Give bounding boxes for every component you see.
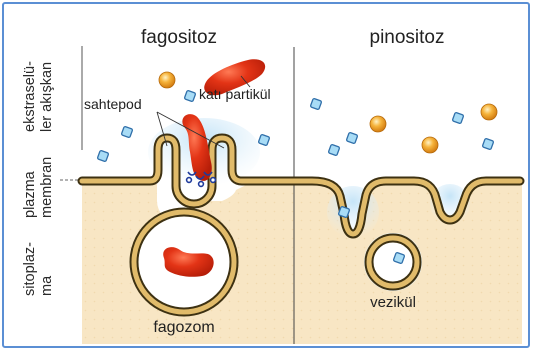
pseudopod-label: sahtepod (84, 96, 142, 112)
solute (97, 150, 109, 162)
phagosome-label: fagozom (153, 319, 214, 336)
solute (452, 112, 464, 124)
membrane-side-label: plazma membran (22, 157, 55, 218)
solid-particle-label: katı partikül (199, 86, 271, 102)
solute (482, 138, 494, 150)
bead (422, 137, 438, 153)
solute (328, 144, 340, 156)
solute (346, 132, 358, 144)
bead (370, 116, 386, 132)
phagocytosis-heading: fagositoz (141, 27, 217, 48)
bead (159, 72, 175, 88)
cytoplasm-label-line2: ma (39, 275, 55, 296)
ecf-side-label: ekstraselü- ler akışkan (22, 61, 55, 132)
bead (481, 104, 497, 120)
solute (310, 98, 322, 110)
solute (258, 134, 270, 146)
cytoplasm-label-line1: sitoplaz- (22, 242, 38, 296)
membrane-label-line1: plazma (22, 170, 38, 218)
solute (184, 90, 196, 102)
ecf-label-line2: ler akışkan (39, 62, 55, 132)
pinocytosis-heading: pinositoz (370, 27, 445, 48)
cytoplasm-side-label: sitoplaz- ma (22, 242, 55, 296)
vesicle-label: vezikül (370, 294, 416, 311)
solute (121, 126, 133, 138)
ecf-label-line1: ekstraselü- (22, 61, 38, 132)
membrane-label-line2: membran (39, 157, 55, 218)
